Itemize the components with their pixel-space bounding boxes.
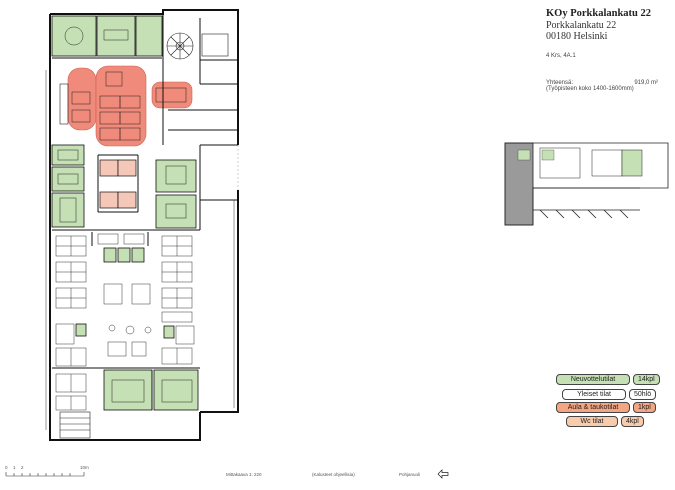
meeting-room-top-2	[96, 15, 136, 57]
meeting-tables	[57, 26, 193, 403]
stair-core	[59, 32, 229, 439]
wc-2	[117, 159, 137, 177]
legend-lounge: Aula & taukotilat 1kpl	[556, 402, 656, 413]
totals-area: 919,0 m²	[634, 80, 658, 86]
key-plan	[504, 142, 669, 226]
lounge-tables	[71, 71, 187, 141]
totals: Yhteensä: 919,0 m² (Työpisteen koko 1400…	[546, 80, 658, 92]
phone-booth-1	[103, 247, 117, 263]
phone-booth-4	[75, 323, 87, 337]
meeting-room-side-2	[51, 166, 85, 192]
desk-column-right	[161, 235, 195, 365]
phone-booth-5	[163, 325, 175, 339]
lounge-areas	[67, 65, 193, 147]
meeting-room-side-1	[51, 144, 85, 166]
legend-lounge-label: Aula & taukotilat	[556, 402, 630, 413]
scale-bar-end: 10m	[80, 465, 89, 470]
legend-meeting: Neuvottelutilat 14kpl	[556, 374, 660, 385]
interior-walls	[52, 14, 238, 410]
meeting-room-top-3	[135, 15, 163, 57]
building-walls	[49, 9, 239, 441]
meeting-room-mid-1	[155, 159, 197, 193]
furniture-note: (Kalusteet ohjeellisia)	[312, 472, 355, 477]
meeting-room-side-3	[51, 192, 85, 228]
phone-booth-2	[117, 247, 131, 263]
property-postal: 00180 Helsinki	[546, 31, 608, 42]
scale-bar	[5, 472, 85, 477]
north-label: Pohjanuoli	[399, 472, 421, 477]
floor-label: 4 Krs, 4A.1	[546, 53, 576, 59]
meeting-room-top-1	[51, 15, 97, 57]
scale-label: Mittakaava 1: 220	[226, 472, 262, 477]
desk-column-left	[55, 235, 87, 411]
wc-3	[99, 191, 119, 209]
legend-wc-label: Wc tilat	[566, 416, 618, 427]
legend-wc-count: 4kpl	[621, 416, 644, 427]
property-header: KOy Porkkalankatu 22 Porkkalankatu 22 00…	[546, 8, 651, 42]
legend-lounge-count: 1kpl	[633, 402, 656, 413]
scale-bar-mid: 1	[13, 465, 16, 470]
wc-rooms	[99, 159, 137, 209]
legend-common-count: 50hlö	[629, 389, 657, 400]
scale-bar-start: 0	[5, 465, 8, 470]
meeting-room-mid-2	[155, 194, 197, 229]
legend-wc: Wc tilat 4kpl	[566, 416, 644, 427]
workstation-size: (Työpisteen koko 1400-1600mm)	[546, 86, 634, 92]
lounge-center	[95, 65, 147, 147]
workstation-desks	[55, 26, 195, 411]
legend-meeting-label: Neuvottelutilat	[556, 374, 630, 385]
legend-common: Yleiset tilat 50hlö	[562, 389, 657, 400]
window-walls	[45, 70, 235, 430]
legend-common-label: Yleiset tilat	[562, 389, 626, 400]
meeting-room-bottom-2	[153, 369, 199, 411]
property-street: Porkkalankatu 22	[546, 20, 617, 31]
meeting-room-bottom-1	[103, 369, 153, 411]
phone-booth-3	[131, 247, 145, 263]
wc-4	[117, 191, 137, 209]
kitchen-counter	[151, 81, 193, 109]
scale-bar-two: 2	[21, 465, 24, 470]
totals-label: Yhteensä:	[546, 80, 574, 86]
wc-1	[99, 159, 119, 177]
desk-center	[97, 233, 152, 357]
property-title: KOy Porkkalankatu 22	[546, 8, 652, 19]
north-arrow-icon	[437, 469, 449, 479]
legend-meeting-count: 14kpl	[633, 374, 660, 385]
